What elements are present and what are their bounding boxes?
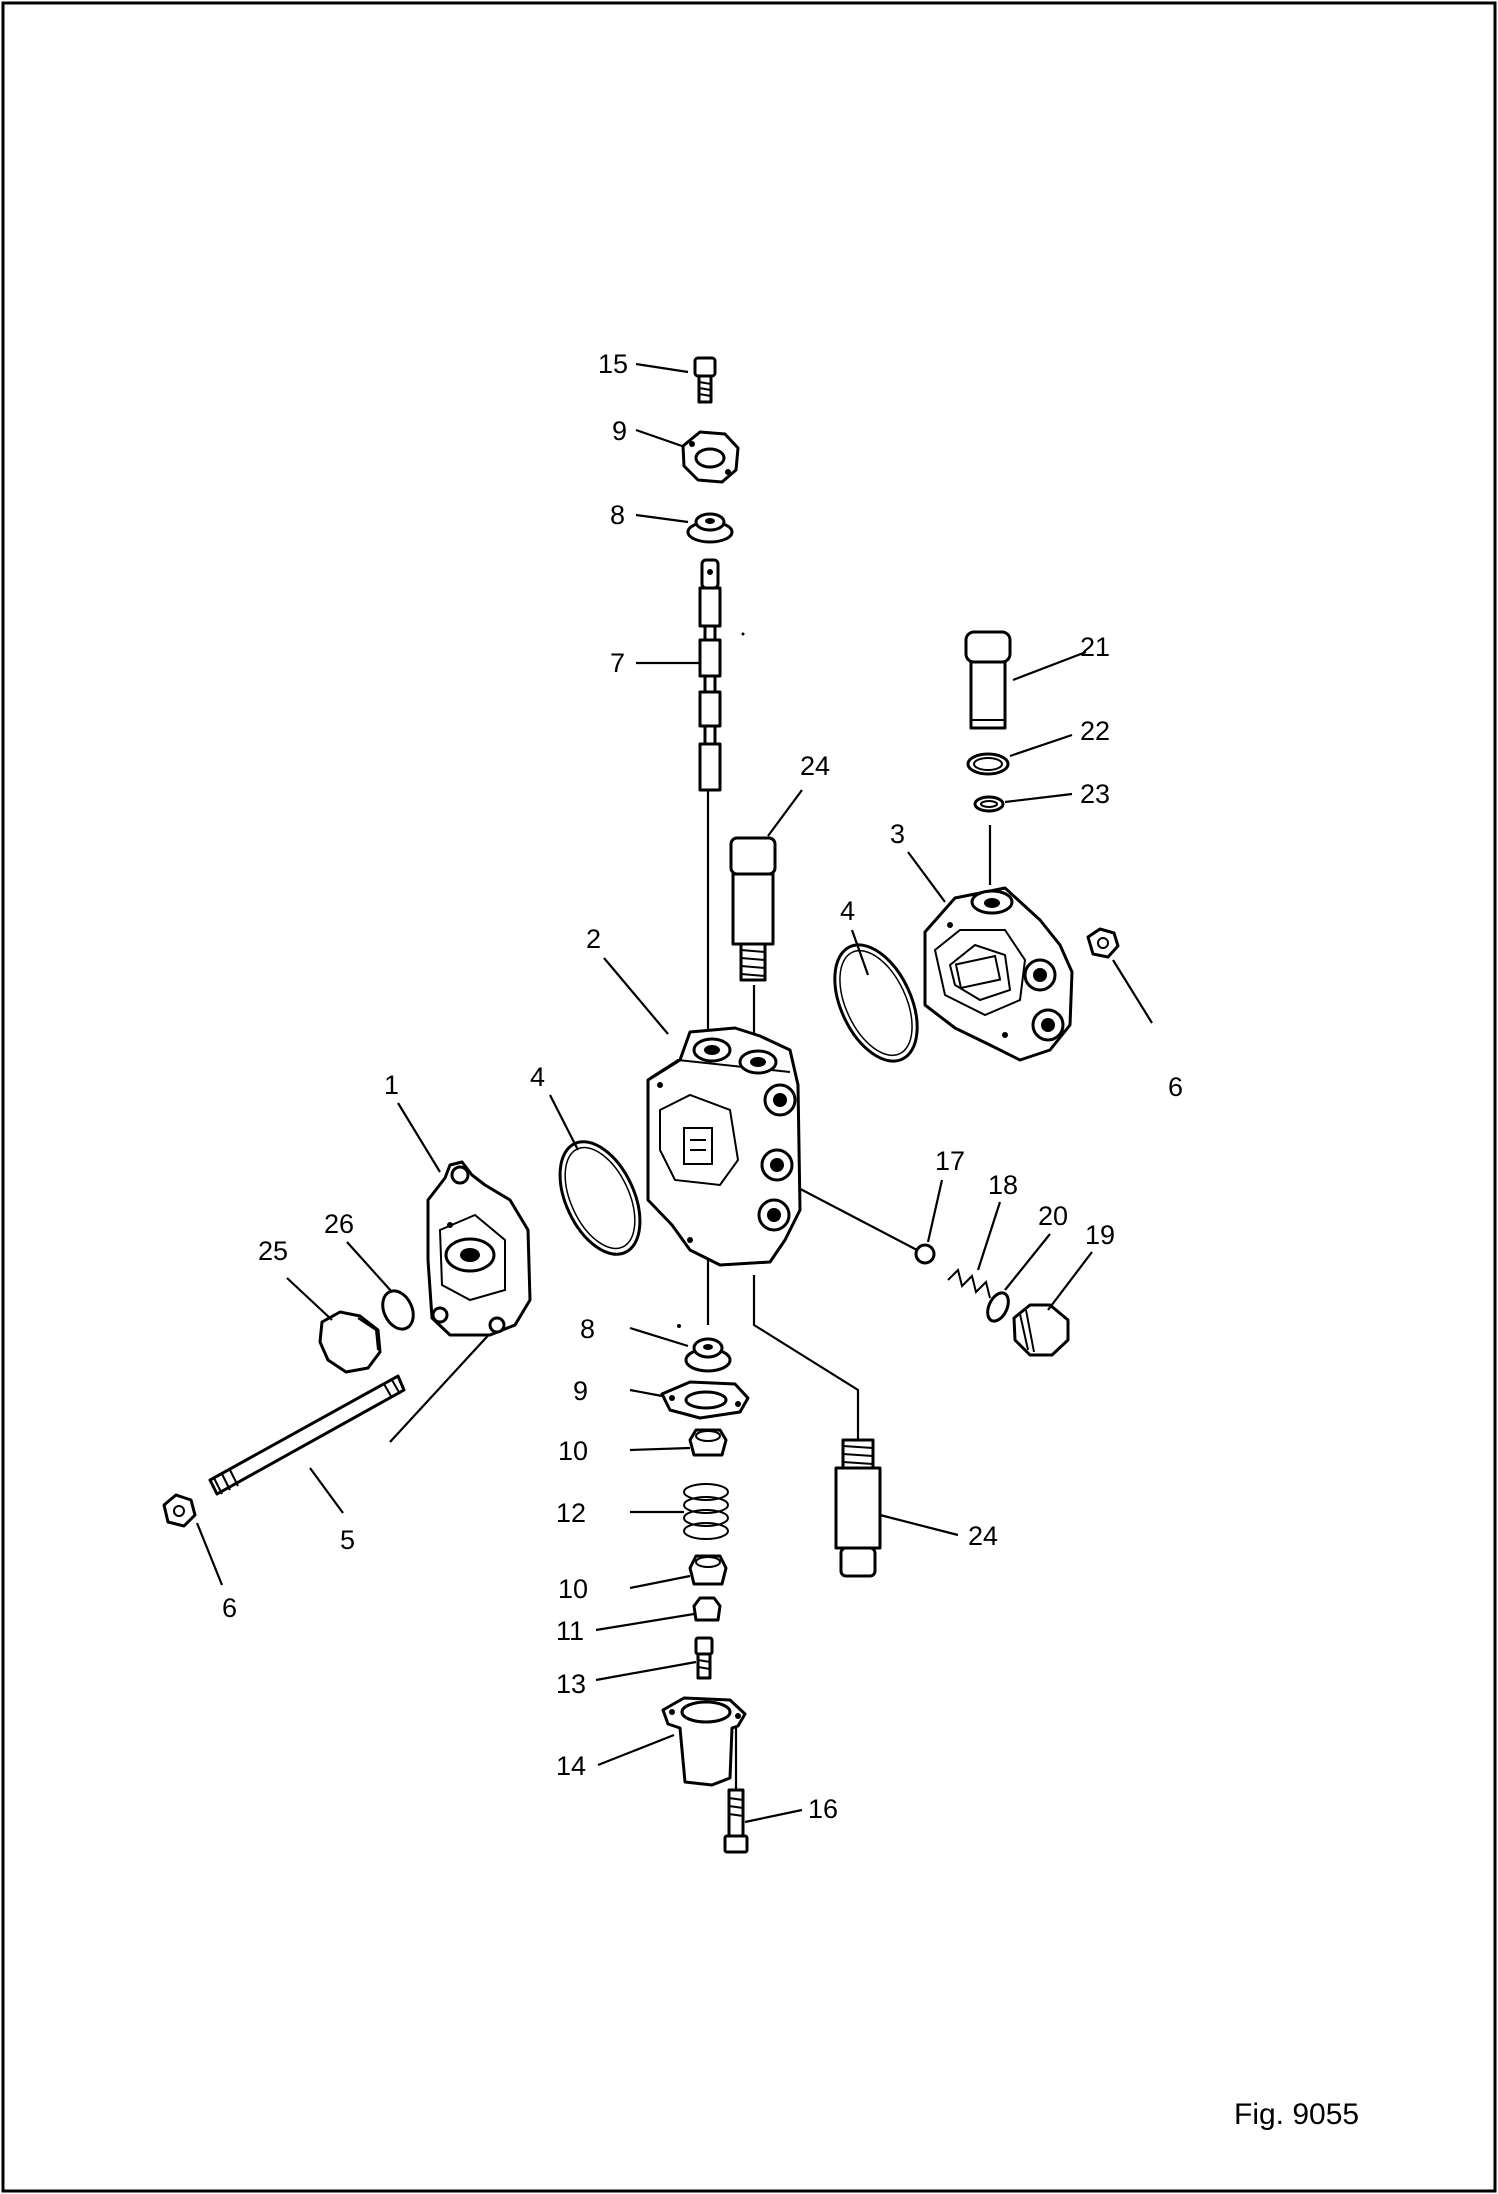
part-2-valve-body: [646, 1026, 802, 1267]
part-labels: 15 9 8 7 24 21 22 23 3 4 6 2 4 1 26 25 1…: [222, 349, 1183, 1824]
label-part-23: 23: [1080, 779, 1110, 809]
part-16-bolt: [723, 1728, 749, 1854]
label-part-12: 12: [556, 1498, 586, 1528]
part-8-seal-bottom: [684, 1337, 732, 1373]
part-9-flange-top: [681, 430, 740, 484]
leader-lines: [195, 362, 1153, 1824]
label-part-11: 11: [556, 1616, 584, 1646]
part-22-o-ring: [966, 752, 1010, 776]
figure-caption: Fig. 9055: [1234, 2098, 1359, 2131]
label-part-24-bottom: 24: [968, 1521, 998, 1551]
label-part-21: 21: [1080, 632, 1110, 662]
label-part-19: 19: [1085, 1220, 1115, 1250]
label-part-10-bottom: 10: [558, 1574, 588, 1604]
label-part-16: 16: [808, 1794, 838, 1824]
label-part-8-bottom: 8: [580, 1314, 595, 1344]
part-13-bolt: [694, 1636, 714, 1680]
part-4-o-ring-left: [558, 1140, 642, 1256]
label-part-18: 18: [988, 1170, 1018, 1200]
label-part-17: 17: [935, 1146, 965, 1176]
speck-mark: [677, 1324, 681, 1328]
part-24-relief-valve-bottom: [834, 1438, 882, 1578]
part-4-o-ring-right: [833, 943, 919, 1063]
label-part-15: 15: [598, 349, 628, 379]
part-24-relief-valve-top: [729, 836, 777, 982]
label-part-26: 26: [324, 1209, 354, 1239]
label-part-9-top: 9: [612, 416, 627, 446]
label-part-6-left: 6: [222, 1593, 237, 1623]
part-15-bolt: [693, 356, 717, 404]
part-23-o-ring: [973, 795, 1005, 813]
part-18-spring: [947, 1268, 991, 1299]
label-part-4-right: 4: [840, 896, 855, 926]
label-part-13: 13: [556, 1669, 586, 1699]
label-part-4-left: 4: [530, 1062, 545, 1092]
part-10-retainer-bottom: [688, 1554, 728, 1586]
part-7-spool: [698, 558, 722, 792]
part-26-o-ring: [381, 1289, 415, 1331]
label-part-5: 5: [340, 1525, 355, 1555]
part-5-tie-rod: [208, 1374, 406, 1496]
part-20-o-ring: [986, 1291, 1010, 1323]
part-21-plug: [964, 630, 1012, 730]
part-6-nut-right: [1086, 927, 1120, 959]
part-25-plug: [318, 1310, 382, 1374]
part-8-seal-top: [686, 512, 734, 544]
part-12-spring: [683, 1483, 729, 1540]
part-6-nut-left: [162, 1493, 197, 1528]
label-part-14: 14: [556, 1751, 586, 1781]
label-part-22: 22: [1080, 716, 1110, 746]
part-17-ball: [914, 1243, 936, 1265]
part-14-cap: [661, 1696, 747, 1787]
part-10-retainer-top: [688, 1428, 728, 1457]
part-1-inlet-cover: [426, 1160, 532, 1337]
label-part-25: 25: [258, 1236, 288, 1266]
part-19-plug: [1012, 1303, 1070, 1357]
label-part-20: 20: [1038, 1201, 1068, 1231]
label-part-1: 1: [384, 1070, 399, 1100]
label-part-2: 2: [586, 924, 601, 954]
part-9-flange-bottom: [660, 1380, 750, 1420]
speck-mark: [741, 632, 745, 636]
part-3-end-housing: [923, 886, 1074, 1062]
label-part-10-top: 10: [558, 1436, 588, 1466]
label-part-24-top: 24: [800, 751, 830, 781]
assembly-lines: [389, 790, 992, 1443]
label-part-9-bottom: 9: [573, 1376, 588, 1406]
part-11-stopper: [692, 1596, 722, 1622]
label-part-3: 3: [890, 819, 905, 849]
label-part-8-top: 8: [610, 500, 625, 530]
label-part-7: 7: [610, 648, 625, 678]
label-part-6-right: 6: [1168, 1072, 1183, 1102]
